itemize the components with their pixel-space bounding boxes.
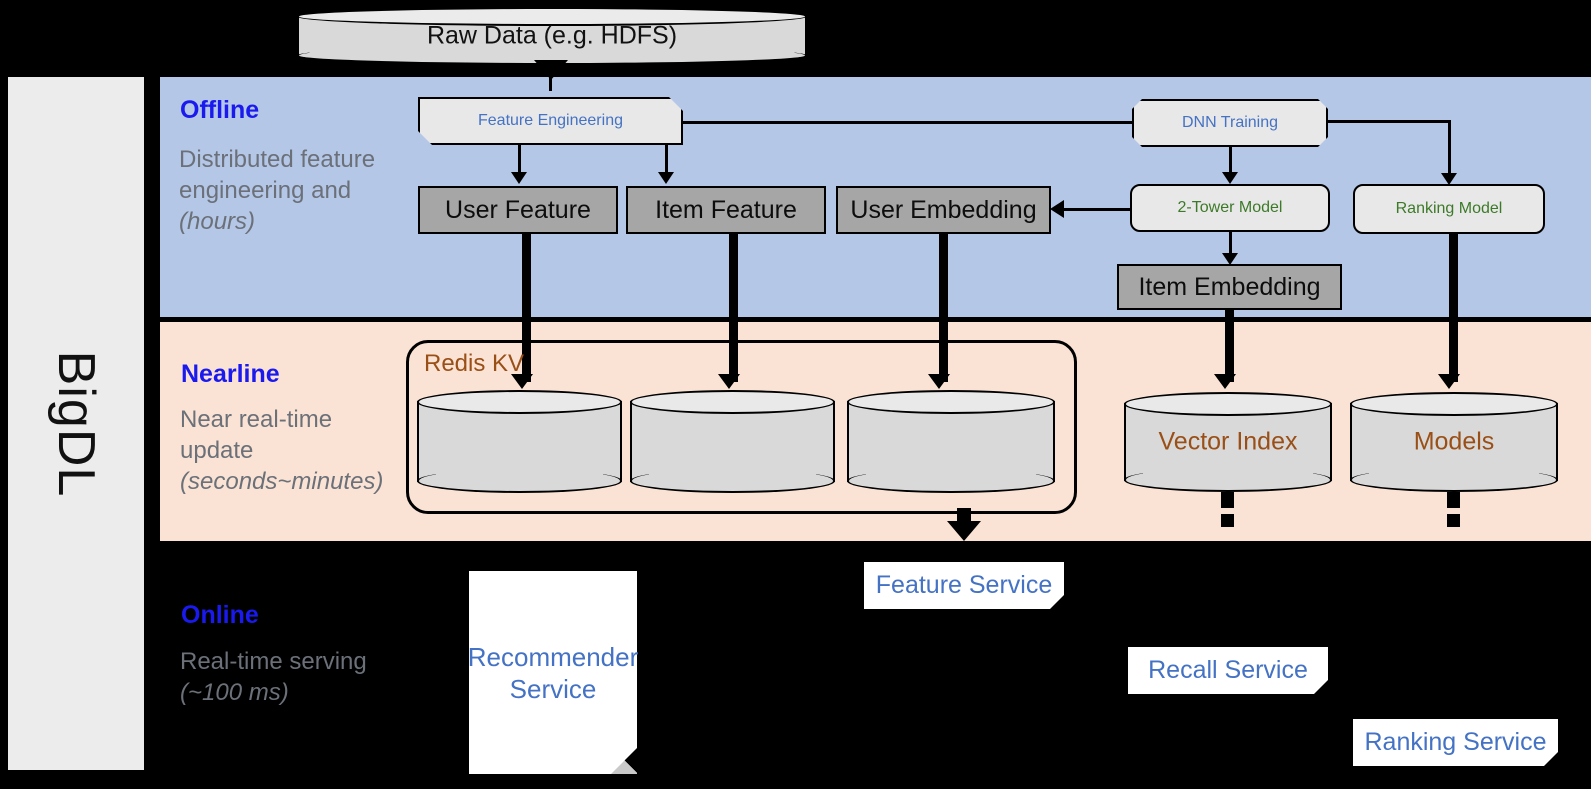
arrow-dnn-2tower-icon xyxy=(1222,172,1238,184)
models-store[interactable]: Models xyxy=(1350,392,1558,492)
cylinder-bottom xyxy=(1350,468,1558,492)
models-label: Models xyxy=(1413,427,1495,456)
user-feature-node[interactable]: User Feature xyxy=(418,186,618,234)
cylinder-top xyxy=(417,390,622,414)
redis-cylinder-user-feature xyxy=(417,390,622,493)
recommender-service-card[interactable]: Recommender Service xyxy=(467,571,639,774)
connector-stub-vectorindex-1 xyxy=(1221,492,1234,508)
online-subtitle-italic: (~100 ms) xyxy=(180,679,289,706)
online-title: Online xyxy=(181,601,259,629)
nearline-title: Nearline xyxy=(181,360,280,388)
offline-subtitle: Distributed feature engineering and (hou… xyxy=(179,144,379,237)
connector-fe-itemfeature xyxy=(665,145,668,176)
bigdl-label: BigDL xyxy=(47,350,105,497)
feature-service-card[interactable]: Feature Service xyxy=(864,562,1064,609)
arrow-2tower-userembedding-icon xyxy=(1050,200,1064,218)
offline-subtitle-italic: (hours) xyxy=(179,208,256,235)
recall-service-card[interactable]: Recall Service xyxy=(1128,647,1328,694)
vector-index-label: Vector Index xyxy=(1158,427,1298,456)
cylinder-bottom xyxy=(1124,468,1332,492)
pipe-userfeature-redis xyxy=(522,234,531,382)
cylinder-top xyxy=(630,390,835,414)
redis-cylinder-user-embedding xyxy=(847,390,1055,493)
item-feature-label: Item Feature xyxy=(655,195,797,224)
recommender-service-label: Recommender Service xyxy=(467,641,639,704)
connector-stub-models-2 xyxy=(1447,514,1460,527)
connector-dnn-2tower xyxy=(1229,147,1232,179)
arrow-userembedding-redis-icon xyxy=(928,374,950,389)
offline-subtitle-text: Distributed feature engineering and xyxy=(179,146,376,204)
raw-data-label: Raw Data (e.g. HDFS) xyxy=(426,21,678,50)
ranking-service-label: Ranking Service xyxy=(1364,728,1547,756)
connector-stub-vectorindex-2 xyxy=(1221,514,1234,527)
feature-service-label: Feature Service xyxy=(875,571,1053,599)
raw-data-store: Raw Data (e.g. HDFS) xyxy=(297,7,807,65)
cylinder-bottom xyxy=(417,469,622,493)
arrow-rawdata-fe-icon xyxy=(534,60,568,80)
connector-2tower-itemembedding xyxy=(1229,232,1232,260)
ranking-service-card[interactable]: Ranking Service xyxy=(1353,719,1558,766)
arrow-redis-featureservice-icon xyxy=(947,521,981,541)
redis-kv-label: Redis KV xyxy=(424,350,525,377)
connector-fe-dnn xyxy=(683,121,1158,124)
arrow-rankingmodel-models-icon xyxy=(1438,374,1460,389)
connector-fe-userfeature xyxy=(518,145,521,176)
offline-title: Offline xyxy=(180,96,260,124)
pipe-itemembedding-vectorindex xyxy=(1225,310,1234,382)
user-embedding-label: User Embedding xyxy=(850,195,1037,224)
item-embedding-node[interactable]: Item Embedding xyxy=(1117,264,1342,310)
pipe-itemfeature-redis xyxy=(729,234,738,382)
nearline-subtitle-text: Near real-time update xyxy=(180,406,333,464)
vector-index-store[interactable]: Vector Index xyxy=(1124,392,1332,492)
pipe-rankingmodel-models xyxy=(1449,234,1458,382)
online-subtitle-text: Real-time serving xyxy=(180,648,367,675)
cylinder-body xyxy=(1350,403,1558,481)
arrow-dnn-ranking-icon xyxy=(1441,173,1457,185)
nearline-subtitle-italic: (seconds~minutes) xyxy=(180,468,384,495)
ranking-model-label: Ranking Model xyxy=(1395,200,1503,217)
item-feature-node[interactable]: Item Feature xyxy=(626,186,826,234)
arrow-itemfeature-redis-icon xyxy=(718,374,740,389)
cylinder-top xyxy=(1350,392,1558,416)
cylinder-top xyxy=(297,7,807,26)
arrow-2tower-itemembedding-icon xyxy=(1222,253,1238,265)
online-subtitle: Real-time serving (~100 ms) xyxy=(180,646,385,708)
arrow-userfeature-redis-icon xyxy=(511,374,533,389)
cylinder-bottom xyxy=(847,469,1055,493)
dnn-training-node[interactable]: DNN Training xyxy=(1132,99,1328,147)
pipe-userembedding-redis xyxy=(939,234,948,382)
item-embedding-label: Item Embedding xyxy=(1138,272,1321,301)
redis-kv-container xyxy=(406,340,1077,514)
cylinder-top xyxy=(847,390,1055,414)
arrow-fe-itemfeature-icon xyxy=(658,172,674,184)
ranking-model-node[interactable]: Ranking Model xyxy=(1353,184,1545,234)
connector-2tower-userembedding xyxy=(1063,208,1131,211)
cylinder-bottom xyxy=(630,469,835,493)
user-feature-label: User Feature xyxy=(445,195,591,224)
connector-stub-redis-featureservice xyxy=(957,508,971,522)
two-tower-model-label: 2-Tower Model xyxy=(1177,199,1283,216)
recall-service-label: Recall Service xyxy=(1148,656,1308,684)
arrow-fe-userfeature-icon xyxy=(511,172,527,184)
user-embedding-node[interactable]: User Embedding xyxy=(836,186,1051,234)
connector-stub-models-1 xyxy=(1447,492,1460,508)
cylinder-top xyxy=(1124,392,1332,416)
two-tower-model-node[interactable]: 2-Tower Model xyxy=(1130,184,1330,232)
nearline-subtitle: Near real-time update (seconds~minutes) xyxy=(180,404,405,497)
feature-engineering-node[interactable]: Feature Engineering xyxy=(418,97,683,145)
bigdl-sidebar: BigDL xyxy=(8,77,144,770)
connector-dnn-ranking-h xyxy=(1326,120,1450,123)
arrow-itemembedding-vectorindex-icon xyxy=(1214,374,1236,389)
connector-dnn-ranking-v xyxy=(1448,120,1451,180)
redis-cylinder-item-feature xyxy=(630,390,835,493)
feature-engineering-label: Feature Engineering xyxy=(478,112,623,129)
dnn-training-label: DNN Training xyxy=(1181,114,1279,131)
